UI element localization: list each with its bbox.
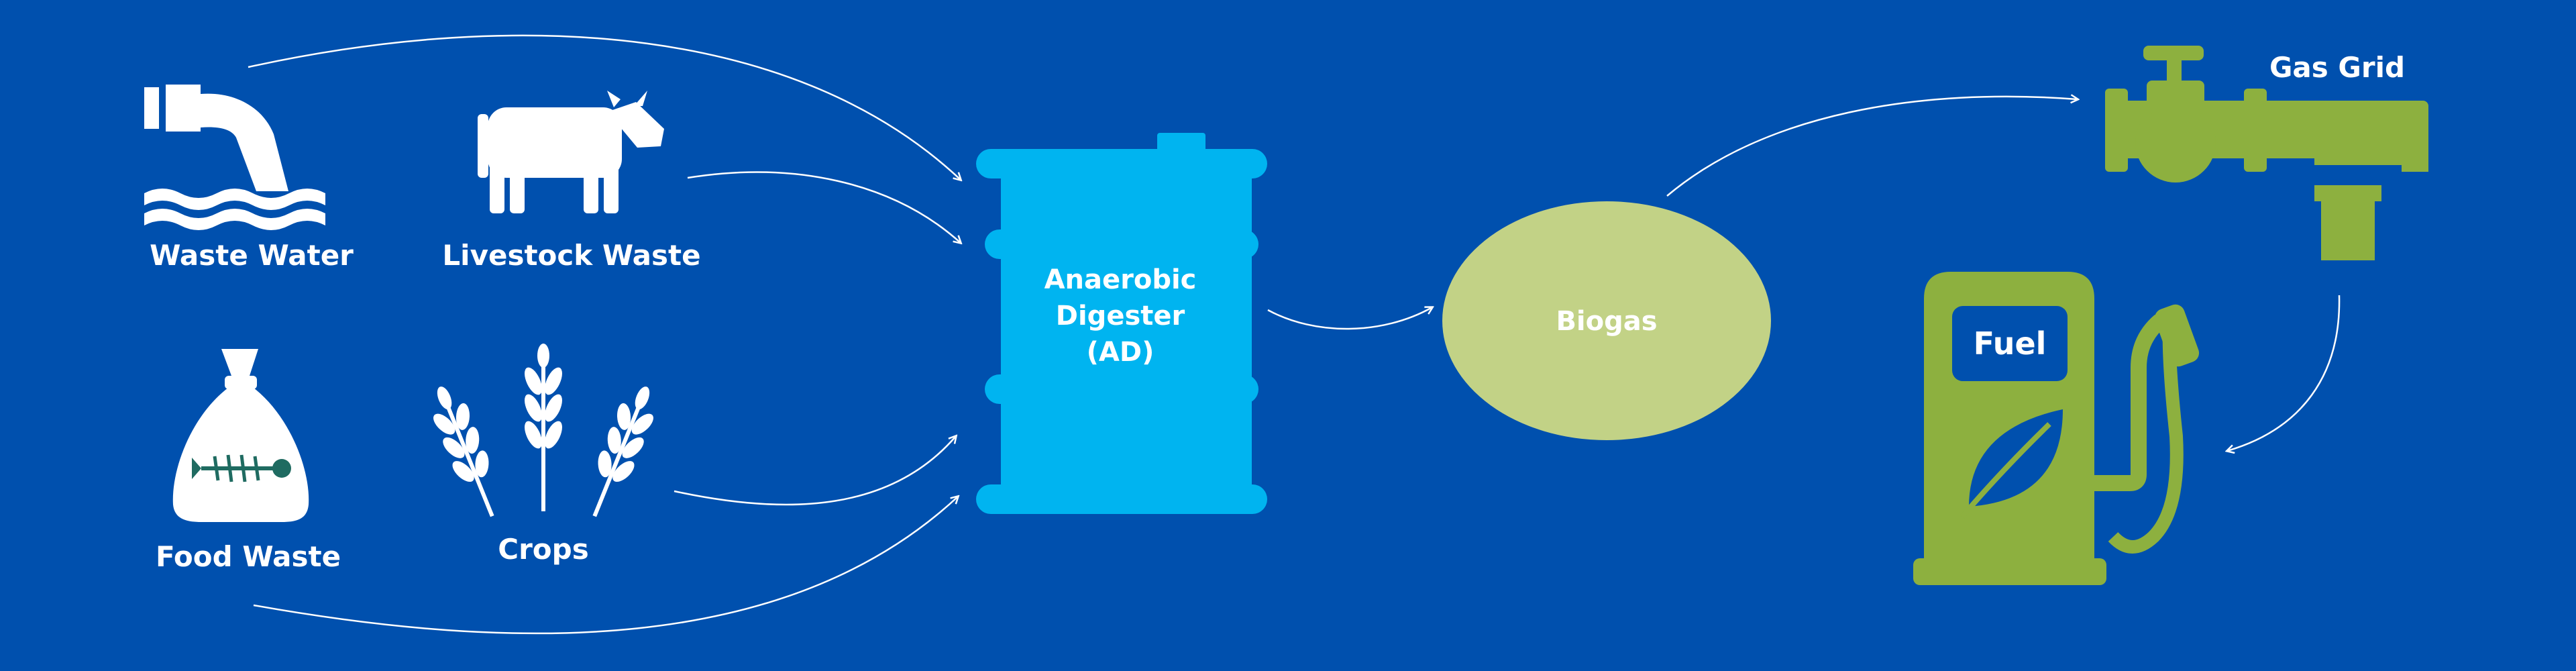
label-food-waste: Food Waste <box>156 540 341 573</box>
leaf-icon <box>1960 409 2063 519</box>
arrow-crops-to-digester <box>674 436 956 506</box>
pipe-valve-icon <box>2105 46 2428 260</box>
digester-label-line1: Anaerobic <box>1044 264 1197 295</box>
digester-label-line2: Digester <box>1056 301 1185 331</box>
arrow-food-waste-to-digester <box>253 497 958 635</box>
cow-icon <box>478 91 664 213</box>
sack-icon <box>172 349 309 522</box>
label-gas-grid: Gas Grid <box>2269 51 2405 84</box>
label-crops: Crops <box>498 533 588 566</box>
arrow-digester-to-biogas <box>1267 307 1432 330</box>
label-waste-water: Waste Water <box>150 239 354 272</box>
arrow-gas-grid-to-fuel <box>2227 295 2341 451</box>
label-fuel: Fuel <box>1974 325 2047 362</box>
waste-water-pipe-icon <box>144 85 325 230</box>
biogas-node <box>1442 201 1771 440</box>
label-livestock-waste: Livestock Waste <box>442 239 700 272</box>
barrel-icon <box>976 133 1267 514</box>
digester-label-line3: (AD) <box>1087 337 1155 368</box>
arrow-waste-water-to-digester <box>248 34 961 180</box>
wheat-icon <box>433 344 653 517</box>
arrow-livestock-to-digester <box>687 171 961 243</box>
fish-skeleton-icon <box>192 454 291 482</box>
arrow-biogas-to-gas-grid <box>1666 97 2078 197</box>
fuel-pump-icon <box>1913 272 2200 585</box>
biogas-label: Biogas <box>1556 306 1657 337</box>
